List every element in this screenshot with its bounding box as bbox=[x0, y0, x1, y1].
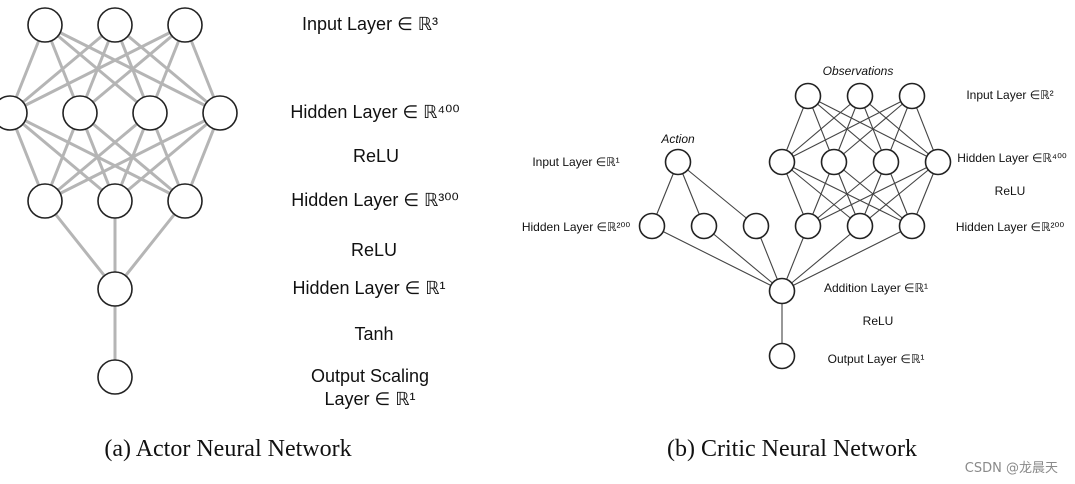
critic-obs-layer-0-node bbox=[846, 82, 874, 110]
actor-layer-2-node bbox=[27, 183, 63, 219]
actor-layer-0-node bbox=[97, 7, 133, 43]
actor-layer-1-node bbox=[132, 95, 168, 131]
critic-relu-1-label: ReLU bbox=[995, 184, 1026, 198]
critic-obs-hidden-1-label: Hidden Layer ∈ℝ⁴⁰⁰ bbox=[957, 151, 1067, 165]
critic-edge bbox=[677, 161, 757, 227]
actor-edge bbox=[79, 23, 186, 115]
critic-edge bbox=[833, 95, 913, 163]
actor-layer-3-node bbox=[97, 271, 133, 307]
actor-tanh-label: Tanh bbox=[354, 324, 393, 344]
critic-edge bbox=[807, 161, 939, 227]
critic-relu-2-label: ReLU bbox=[863, 314, 894, 328]
critic-obs-layer-2-node bbox=[794, 212, 822, 240]
critic-action-input-node bbox=[664, 148, 692, 176]
critic-addition-layer-label: Addition Layer ∈ℝ¹ bbox=[824, 281, 928, 295]
critic-obs-layer-2-node bbox=[846, 212, 874, 240]
critic-edge bbox=[781, 225, 861, 292]
critic-action-hidden-node bbox=[742, 212, 770, 240]
critic-caption: (b) Critic Neural Network bbox=[667, 436, 917, 462]
actor-output-label-line2: Layer ∈ ℝ¹ bbox=[325, 389, 416, 409]
critic-obs-input-label: Input Layer ∈ℝ² bbox=[966, 88, 1053, 102]
network-nodes bbox=[0, 7, 952, 395]
critic-obs-layer-1-node bbox=[872, 148, 900, 176]
actor-layer-4-node bbox=[97, 359, 133, 395]
critic-edge bbox=[807, 161, 887, 227]
critic-obs-layer-2-node bbox=[898, 212, 926, 240]
actor-hidden-layer-2-label: Hidden Layer ∈ ℝ³⁰⁰ bbox=[291, 190, 458, 210]
actor-layer-1-node bbox=[202, 95, 238, 131]
actor-layer-1-node bbox=[0, 95, 28, 131]
actor-edge bbox=[113, 200, 187, 290]
actor-edge bbox=[114, 111, 221, 203]
actor-relu-2-label: ReLU bbox=[351, 240, 397, 260]
actor-layer-2-node bbox=[97, 183, 133, 219]
actor-edge bbox=[43, 200, 117, 290]
critic-obs-layer-1-node bbox=[768, 148, 796, 176]
critic-edge bbox=[781, 95, 861, 163]
actor-layer-0-node bbox=[27, 7, 63, 43]
actor-input-layer-label: Input Layer ∈ ℝ³ bbox=[302, 14, 438, 34]
critic-obs-layer-0-node bbox=[794, 82, 822, 110]
critic-edge bbox=[781, 225, 913, 292]
actor-hidden-layer-3-label: Hidden Layer ∈ ℝ¹ bbox=[293, 278, 446, 298]
critic-edge bbox=[781, 95, 913, 163]
critic-action-hidden-node bbox=[638, 212, 666, 240]
critic-obs-layer-1-node bbox=[924, 148, 952, 176]
actor-output-label-line1: Output Scaling bbox=[311, 366, 429, 386]
actor-edge bbox=[44, 111, 151, 203]
actor-caption: (a) Actor Neural Network bbox=[104, 436, 351, 462]
actor-edge bbox=[44, 111, 221, 203]
critic-action-title: Action bbox=[660, 132, 695, 146]
critic-action-hidden-node bbox=[690, 212, 718, 240]
critic-obs-layer-0-node bbox=[898, 82, 926, 110]
critic-edge bbox=[859, 161, 939, 227]
actor-layer-0-node bbox=[167, 7, 203, 43]
actor-layer-2-node bbox=[167, 183, 203, 219]
actor-relu-1-label: ReLU bbox=[353, 146, 399, 166]
critic-action-hidden-label: Hidden Layer ∈ℝ²⁰⁰ bbox=[522, 220, 630, 234]
critic-output-node bbox=[768, 342, 796, 370]
actor-edge bbox=[9, 23, 186, 115]
critic-addition-node bbox=[768, 277, 796, 305]
critic-observations-title: Observations bbox=[823, 64, 894, 78]
critic-edge bbox=[703, 225, 783, 292]
critic-output-layer-label: Output Layer ∈ℝ¹ bbox=[828, 352, 925, 366]
actor-layer-1-node bbox=[62, 95, 98, 131]
critic-obs-hidden-2-label: Hidden Layer ∈ℝ²⁰⁰ bbox=[956, 220, 1064, 234]
critic-obs-layer-1-node bbox=[820, 148, 848, 176]
critic-edge bbox=[651, 225, 783, 292]
actor-hidden-layer-1-label: Hidden Layer ∈ ℝ⁴⁰⁰ bbox=[290, 102, 459, 122]
watermark: CSDN @龙晨天 bbox=[965, 461, 1058, 476]
actor-edge bbox=[9, 23, 116, 115]
critic-action-input-label: Input Layer ∈ℝ¹ bbox=[532, 155, 619, 169]
